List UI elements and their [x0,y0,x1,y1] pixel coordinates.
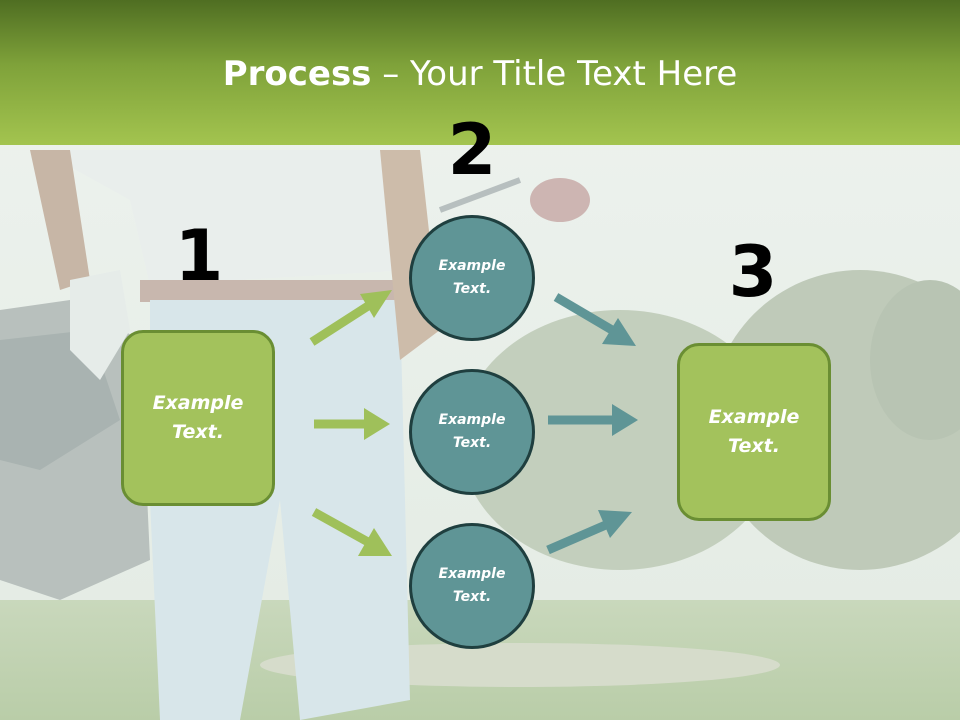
circle-top-label: Example Text. [438,258,506,297]
page-title: Process – Your Title Text Here [0,52,960,96]
step-number-3: 3 [728,231,778,313]
right-process-box: Example Text. [677,343,831,521]
arrow-up-right-icon [309,290,392,346]
arrow-right-icon [314,408,390,440]
circle-bottom: Example Text. [409,523,535,649]
title-bold: Process [222,54,372,94]
circle-middle-label: Example Text. [438,412,506,451]
left-box-label: Example Text. [152,392,244,443]
teal-arrows [546,293,638,555]
arrow-right-icon [548,404,638,436]
arrow-up-right-icon [546,510,632,555]
left-process-box: Example Text. [121,330,275,506]
right-box-label: Example Text. [708,406,800,457]
circle-middle: Example Text. [409,369,535,495]
green-arrows [309,290,392,556]
circle-bottom-label: Example Text. [438,566,506,605]
title-rest: – Your Title Text Here [371,54,738,94]
step-number-2: 2 [447,109,497,191]
title-bar [0,0,960,145]
arrow-down-right-icon [311,508,392,556]
arrow-down-right-icon [553,293,636,346]
step-number-1: 1 [174,215,224,297]
circle-top: Example Text. [409,215,535,341]
